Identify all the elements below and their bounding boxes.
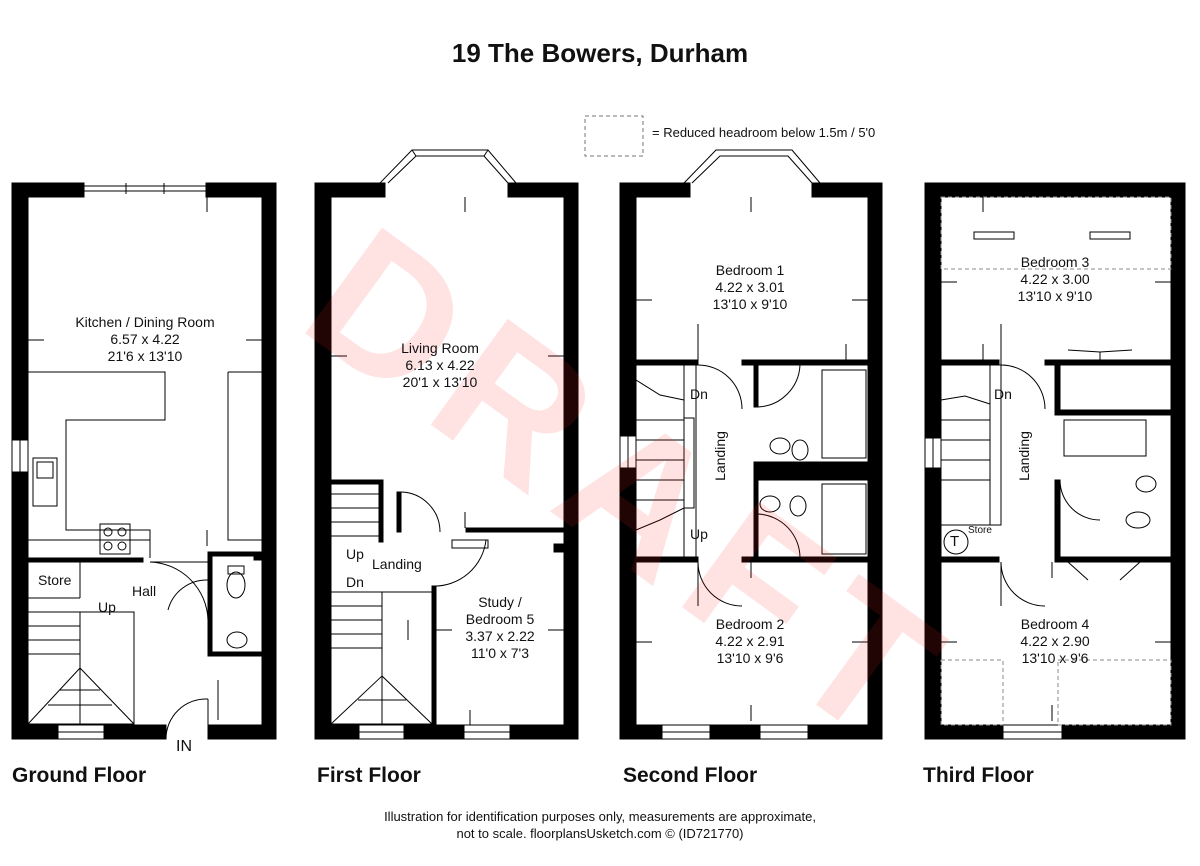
bedroom4-imperial: 13'10 x 9'6: [1021, 650, 1089, 666]
second-up-label: Up: [690, 526, 708, 542]
first-floor-plan: [314, 182, 579, 740]
study-imperial: 11'0 x 7'3: [470, 645, 530, 661]
bedroom3-imperial: 13'10 x 9'10: [1017, 288, 1093, 304]
study-metric: 3.37 x 2.22: [465, 628, 535, 644]
study-label: Study / Bedroom 5 3.37 x 2.22 11'0 x 7'3: [440, 594, 560, 662]
kitchen-imperial: 21'6 x 13'10: [107, 348, 183, 364]
second-dn-label: Dn: [690, 386, 708, 402]
second-floor-label: Second Floor: [623, 764, 758, 787]
bedroom4-metric: 4.22 x 2.90: [1020, 633, 1090, 649]
bedroom2-label: Bedroom 2 4.22 x 2.91 13'10 x 9'6: [690, 616, 810, 667]
first-up-label: Up: [346, 546, 364, 562]
kitchen-metric: 6.57 x 4.22: [110, 331, 180, 347]
bedroom3-label: Bedroom 3 4.22 x 3.00 13'10 x 9'10: [995, 254, 1115, 305]
bedroom2-imperial: 13'10 x 9'6: [716, 650, 784, 666]
bedroom1-imperial: 13'10 x 9'10: [712, 296, 788, 312]
tank-label: T: [950, 533, 960, 550]
bedroom2-metric: 4.22 x 2.91: [715, 633, 785, 649]
legend-text: = Reduced headroom below 1.5m / 5'0: [652, 125, 876, 140]
third-landing-label: Landing: [1016, 431, 1032, 481]
ground-up-label: Up: [98, 599, 116, 615]
second-floor-plan: [619, 182, 883, 740]
bedroom3-name: Bedroom 3: [1020, 254, 1090, 270]
entrance-label: IN: [176, 738, 192, 755]
bedroom1-metric: 4.22 x 3.01: [715, 279, 785, 295]
bedroom3-metric: 4.22 x 3.00: [1020, 271, 1090, 287]
kitchen-dining-label: Kitchen / Dining Room 6.57 x 4.22 21'6 x…: [60, 314, 230, 365]
kitchen-name: Kitchen / Dining Room: [75, 314, 215, 330]
footer-line-1: Illustration for identification purposes…: [384, 809, 816, 824]
legend-dashed-box: [584, 115, 644, 157]
study-name: Study /: [478, 594, 522, 610]
third-floor-label: Third Floor: [923, 764, 1034, 787]
bedroom4-name: Bedroom 4: [1020, 616, 1090, 632]
living-metric: 6.13 x 4.22: [405, 357, 475, 373]
page-title: 19 The Bowers, Durham: [451, 38, 749, 68]
ground-store-label: Store: [38, 572, 72, 588]
ground-floor-plan: [11, 182, 277, 740]
bedroom1-label: Bedroom 1 4.22 x 3.01 13'10 x 9'10: [690, 262, 810, 313]
ground-floor-label: Ground Floor: [12, 764, 147, 787]
bedroom1-name: Bedroom 1: [715, 262, 785, 278]
first-dn-label: Dn: [346, 574, 364, 590]
first-floor-label: First Floor: [317, 764, 421, 787]
footer-line-2: not to scale. floorplansUsketch.com © (I…: [456, 826, 744, 841]
living-name: Living Room: [401, 340, 479, 356]
second-landing-label: Landing: [712, 431, 728, 481]
study-name2: Bedroom 5: [465, 611, 535, 627]
third-floor-plan: [924, 182, 1186, 740]
disclaimer-footer: Illustration for identification purposes…: [0, 808, 1200, 842]
bedroom2-name: Bedroom 2: [715, 616, 785, 632]
bedroom4-label: Bedroom 4 4.22 x 2.90 13'10 x 9'6: [995, 616, 1115, 667]
third-dn-label: Dn: [994, 386, 1012, 402]
living-room-label: Living Room 6.13 x 4.22 20'1 x 13'10: [370, 340, 510, 391]
first-landing-label: Landing: [372, 556, 422, 572]
third-store-label: Store: [968, 525, 992, 536]
living-imperial: 20'1 x 13'10: [402, 374, 478, 390]
hall-label: Hall: [132, 583, 157, 599]
